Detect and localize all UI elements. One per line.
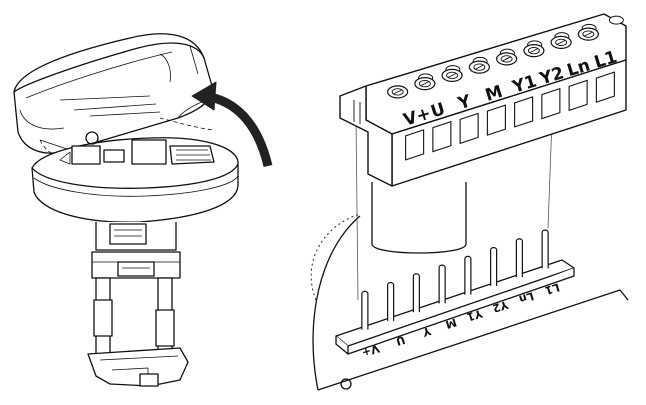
terminal-wire-slot bbox=[405, 129, 425, 161]
terminal-screw-slot bbox=[393, 89, 402, 95]
header-pin bbox=[387, 282, 395, 321]
terminal-screw-slot bbox=[502, 56, 511, 62]
header-pin bbox=[541, 229, 549, 269]
pcb-capacitor bbox=[371, 182, 467, 254]
actuator-cover bbox=[13, 33, 215, 157]
guide-line bbox=[355, 117, 359, 301]
terminal-screw-slot bbox=[447, 72, 457, 78]
terminal-screw-slot bbox=[475, 64, 484, 70]
terminal-wire-slot bbox=[514, 96, 534, 128]
header-pin-label: Y2 bbox=[491, 298, 511, 315]
guide-line bbox=[547, 119, 553, 229]
actuator-neck bbox=[91, 222, 181, 279]
pcb-board bbox=[310, 213, 629, 391]
header-pin-label: U bbox=[394, 333, 406, 348]
terminal-rear-screw bbox=[608, 15, 624, 25]
header-pin-label: M bbox=[444, 315, 458, 331]
header-pin bbox=[361, 290, 369, 330]
terminal-screws bbox=[387, 15, 624, 99]
terminal-wire-slot bbox=[486, 104, 506, 136]
header-pin-label: L1 bbox=[543, 280, 561, 297]
terminal-slots bbox=[405, 71, 615, 161]
terminal-wire-slot bbox=[568, 79, 588, 112]
header-pin-label: Y1 bbox=[465, 306, 485, 323]
actuator-base bbox=[87, 347, 189, 387]
actuator-housing bbox=[31, 95, 239, 223]
header-pin bbox=[490, 247, 498, 286]
actuator-drawing bbox=[13, 33, 273, 387]
pcb-header-pins bbox=[361, 229, 549, 330]
header-pin-label: V+ bbox=[360, 342, 381, 360]
terminal-wire-slot bbox=[459, 112, 479, 145]
header-pin-label: Ln bbox=[517, 289, 535, 306]
terminal-screw-slot bbox=[556, 39, 566, 45]
header-pin bbox=[438, 264, 446, 304]
terminal-wire-slot bbox=[541, 87, 561, 120]
rotation-arrow bbox=[191, 81, 273, 168]
header-pin bbox=[515, 238, 523, 278]
actuator-rods bbox=[93, 277, 175, 357]
terminal-label: U bbox=[428, 99, 447, 122]
header-pin bbox=[412, 273, 420, 313]
terminal-wire-slot bbox=[432, 120, 452, 153]
alignment-guide-lines bbox=[355, 117, 553, 301]
terminal-screw-slot bbox=[584, 31, 593, 37]
terminal-wire-slot bbox=[595, 71, 615, 103]
terminal-screw-slot bbox=[420, 81, 430, 87]
terminal-label: M bbox=[483, 82, 505, 106]
header-pin bbox=[464, 255, 472, 295]
terminal-screw-slot bbox=[529, 48, 539, 54]
terminal-label: Y bbox=[455, 91, 474, 114]
pcb-header-bar bbox=[335, 259, 575, 355]
